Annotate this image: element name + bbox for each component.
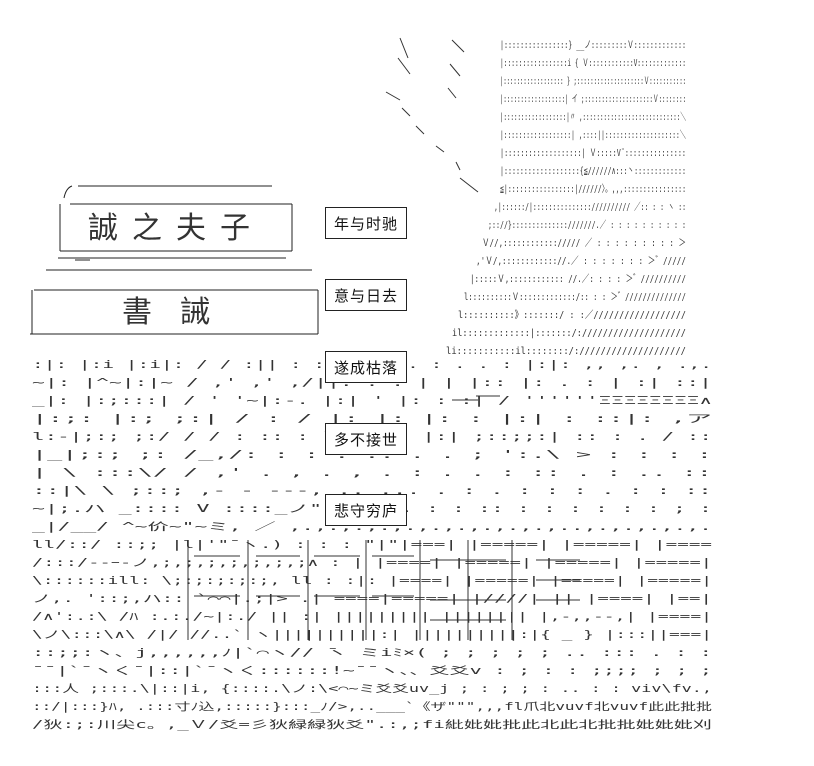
figure-row: |::::::::::::::::} __ノ:::::::::Ｖ::::::::… bbox=[500, 40, 686, 51]
scene-row: /∧':.:\ /ﾊ :.:./~|:./ || :| ||||||||| ||… bbox=[32, 611, 712, 623]
scene-row: /:::/--ｰ-ノ,;,;,;,;,;,;,;∧ : | |====| |==… bbox=[32, 557, 712, 569]
figure-row: ,'Ｖ/,:::::::::::://.／ : : : : : : : ＞゛//… bbox=[476, 255, 686, 267]
figure-row: l::::::::::》:::::::/ : :／///////////////… bbox=[458, 309, 686, 321]
scene-row: |:;: |:; ;:| / : / |: |: |: : |:| : ::|:… bbox=[32, 413, 712, 425]
figure-row: ≦|:::::::::::::::::|//////〉。,,,:::::::::… bbox=[500, 183, 686, 195]
figure-row: |::::::::::::::::::| イ ;::::::::::::::::… bbox=[500, 94, 686, 105]
figure-row: |:::::::::::::::::: } ;:::::::::::::::::… bbox=[500, 76, 686, 87]
figure-row: l::::::::::Ｖ:::::::::::::/:: : : ＞゛/////… bbox=[464, 291, 686, 303]
figure-row: |:::::::::::::::::i { Ｖ::::::::::::V::::… bbox=[500, 58, 686, 69]
scene-row: _|/__/ ^~价~"~ミ, ／ ,.,.,.,.,.,.,.,.,.,.,.… bbox=[32, 521, 712, 533]
scene-row: |_|;:; ;: /_,/: : : : :: . . ; ':.\ > : … bbox=[32, 449, 712, 461]
scene-row: ノ,. '::;,ハ:: `⌒⌒|.;|> .| ====|=====| |//… bbox=[32, 593, 712, 605]
figure-row: li:::::::::::il::::::::/:///////////////… bbox=[446, 346, 686, 357]
figure-row: |:::::::::::::::::::| Ｖ:::::V¨::::::::::… bbox=[500, 148, 686, 159]
figure-row: il:::::::::::::|:::::::/:///////////////… bbox=[452, 328, 686, 339]
scene-row: \ノ\:::\∧\ /|/ //..` ヽ||||||||||:| ||||||… bbox=[32, 629, 712, 641]
caption-box-2: 意与日去 bbox=[325, 279, 407, 311]
scene-row: ::|\ \ ;::; ,- - ---, .. ... . : . : : :… bbox=[32, 485, 712, 497]
calligraphy-scroll-top: 誠之夫子 bbox=[58, 185, 293, 261]
calligraphy-scroll-bottom: 書誡 bbox=[30, 269, 319, 335]
calligraphy-bottom-text: 書誡 bbox=[122, 295, 238, 330]
scene-row: ::/|:::}ﾊ, .:::寸ﾉ込,:::::}:::_ﾉ/>,..___`《… bbox=[32, 700, 713, 713]
figure-row: Ｖ//,::::::::::::///// ／ : : : : : : : : … bbox=[482, 237, 686, 249]
scene-text-layer: :|: |:i |:i|: / / :|| : : . |:| . : . . … bbox=[32, 359, 713, 731]
figure-row: ,|::::::/|:::::::::::::::////////// ／:: … bbox=[494, 201, 686, 213]
calligraphy-top-text: 誠之夫子 bbox=[88, 211, 264, 246]
caption-box-5: 悲守穷庐 bbox=[325, 494, 407, 526]
scene-row: ~|: |^~|:|~ / ,' ,' ,/||: : : | | |:: |:… bbox=[32, 377, 712, 389]
scene-row: ll/::/ ::;; |l|'"¯ヽ.) : : : "|"|===| |==… bbox=[32, 539, 712, 551]
scene-row: ¯¯|`¯ヽく¯|::|`¯ヽく::::::!~¯¯ヽ、、爻爻v : ; : :… bbox=[32, 665, 712, 677]
caption-box-1: 年与时驰 bbox=[325, 207, 407, 239]
figure-row: |::::::::::::::::::| ,::::||::::::::::::… bbox=[500, 129, 686, 141]
scene-row: ::;;:ヽ、j,,,,,,ﾉ|`⌒ヽ// ̄ヽ ミiﾐ×( ; ; ; ; ;… bbox=[32, 647, 712, 659]
figure-silhouette bbox=[385, 37, 500, 401]
figure-text-layer: |::::::::::::::::} __ノ:::::::::Ｖ::::::::… bbox=[446, 40, 686, 357]
scene-row: :::人 ;:::.\|::|i, {::::.\ノ:\<⌒~ミ爻爻uv_j ;… bbox=[32, 683, 712, 695]
caption-box-4: 多不接世 bbox=[325, 423, 407, 455]
figure-row: |:::::Ｖ,:::::::::::: //.／: : : : ＞゛/////… bbox=[470, 273, 686, 285]
scene-row: /狄:;:川尖c。,_Ｖ/爻=彡狄緑緑狄爻".:,;fi紕妣妣批此北此北批批妣妣… bbox=[32, 718, 712, 731]
scene-row: \::::::ill: \;:;:;:;:;, ll : :|: |====| … bbox=[32, 575, 712, 587]
figure-row: |::::::::::::::::::|〃 ,:::::::::::::::::… bbox=[500, 111, 686, 123]
figure-row: |:::::::::::::::::::{≦//////∧:::丶:::::::… bbox=[500, 166, 686, 177]
scene-row: | \ :::\/ / ,' . , . , . : . . : :: . : … bbox=[32, 467, 712, 479]
caption-box-3: 遂成枯落 bbox=[325, 351, 407, 383]
figure-row: ;:://}::::::::::::::///////.／ : : : : : … bbox=[488, 219, 686, 231]
building-columns bbox=[187, 540, 580, 640]
scene-row: _|: |:;:::| / ' '~|:-. |:| ' |: : :| / '… bbox=[32, 395, 712, 407]
